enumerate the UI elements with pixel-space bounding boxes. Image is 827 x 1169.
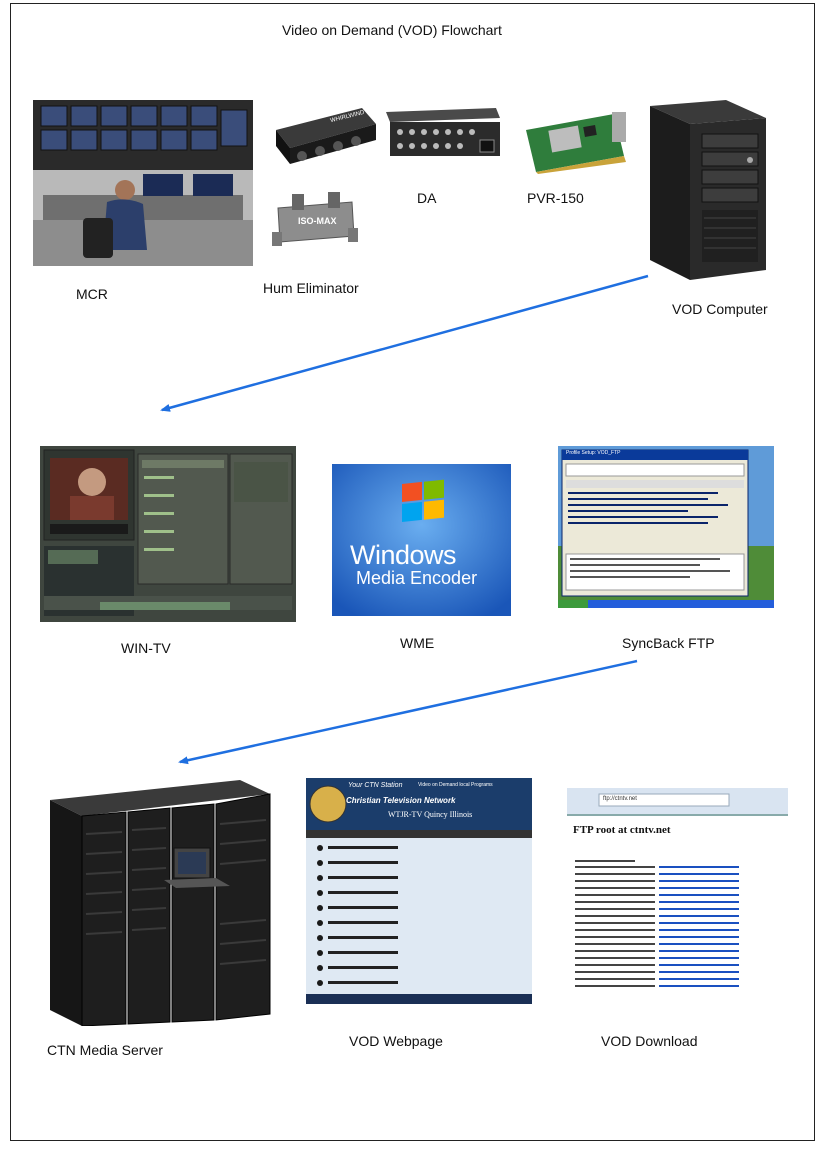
syncback-screenshot: Profile Setup: VOD_FTP: [558, 446, 774, 608]
syncback-label: SyncBack FTP: [622, 635, 715, 651]
web-station-text: Your CTN Station: [348, 782, 403, 789]
ftp-url-text: ftp://ctntv.net: [603, 796, 637, 802]
da-unit: [384, 104, 502, 162]
vod-download-screenshot: ftp://ctntv.net FTP root at ctntv.net: [567, 788, 788, 998]
iso-max-unit: ISO-MAX: [272, 190, 358, 252]
hum-eliminator-unit: Hum Eliminator WHIRLWIND: [272, 100, 378, 170]
hum-eliminator-label: Hum Eliminator: [263, 280, 359, 296]
mcr-label: MCR: [76, 286, 108, 302]
media-server-racks: [30, 774, 280, 1026]
wme-logo: Windows Media Encoder: [332, 464, 511, 616]
vod-webpage-screenshot: Your CTN Station Video on Demand local P…: [306, 778, 532, 1004]
vod-webpage-label: VOD Webpage: [349, 1033, 443, 1049]
pvr150-label: PVR-150: [527, 190, 584, 206]
web-call-text: WTJR-TV Quincy Illinois: [388, 810, 473, 819]
pvr150-card: [520, 110, 630, 174]
diagram-title: Video on Demand (VOD) Flowchart: [282, 22, 502, 38]
da-label: DA: [417, 190, 437, 206]
ftp-heading-text: FTP root at ctntv.net: [573, 824, 671, 836]
web-network-text: Christian Television Network: [346, 796, 456, 805]
wintv-label: WIN-TV: [121, 640, 171, 656]
mcr-photo: [33, 100, 253, 266]
wintv-screenshot: [40, 446, 296, 622]
media-server-label: CTN Media Server: [47, 1042, 163, 1058]
web-vod-text: Video on Demand local Programs: [418, 782, 493, 788]
wme-label: WME: [400, 635, 435, 651]
vod-computer-label: VOD Computer: [672, 301, 768, 317]
wme-line1: Windows: [350, 540, 457, 570]
page-frame: [10, 3, 815, 1141]
vod-computer-tower: [650, 100, 767, 280]
vod-download-label: VOD Download: [601, 1033, 698, 1049]
iso-max-text: ISO-MAX: [298, 216, 337, 226]
wme-line2: Media Encoder: [356, 568, 478, 588]
syncback-window-title: Profile Setup: VOD_FTP: [566, 450, 621, 456]
